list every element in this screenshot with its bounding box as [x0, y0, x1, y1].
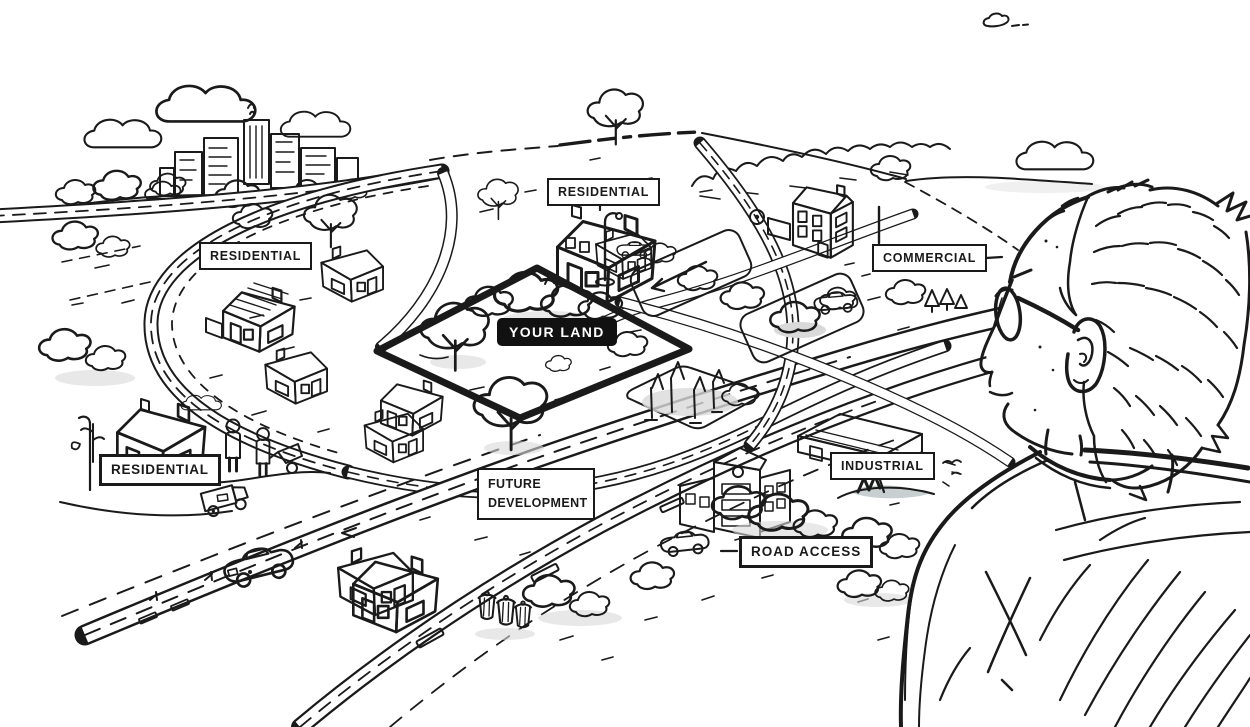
house-icon: [320, 245, 384, 303]
zone-label-industrial: INDUSTRIAL: [830, 452, 935, 481]
truck-icon: [199, 484, 249, 518]
wheelbarrow-icon: [269, 443, 303, 474]
glasses-icon: [993, 286, 1081, 342]
cloud-icon: [982, 12, 1010, 28]
bush-icon: [37, 327, 92, 362]
house-icon: [363, 409, 425, 464]
man-observer: [898, 178, 1250, 727]
house-icon: [556, 204, 657, 304]
bush-icon: [710, 485, 767, 521]
zone-label-future-development: FUTURE DEVELOPMENT: [477, 468, 595, 520]
cloud-icon: [1015, 140, 1095, 171]
trash-cans-icon: [475, 590, 535, 640]
arrow-icon: [341, 527, 357, 538]
street-lamp-icon: [595, 212, 623, 287]
bush-icon: [95, 235, 131, 258]
house-icon: [336, 547, 415, 617]
house-icon: [380, 379, 444, 437]
road-network: [0, 136, 1044, 727]
zone-label-commercial: COMMERCIAL: [872, 244, 988, 273]
bush-icon: [84, 344, 127, 372]
cloud-icon: [155, 84, 257, 123]
bush-icon: [51, 220, 100, 251]
bush-icon: [629, 561, 676, 591]
cloud-icon: [83, 118, 163, 149]
zone-label-your-land: YOUR LAND: [497, 318, 617, 347]
cloud-icon: [279, 110, 352, 138]
people: [224, 418, 303, 477]
bush-icon: [884, 278, 927, 306]
house-icon: [205, 282, 296, 353]
street-lamp-icon: [70, 415, 92, 492]
sapling-icon: [80, 423, 105, 463]
tree-icon: [586, 88, 645, 146]
zone-label-residential-top: RESIDENTIAL: [547, 178, 661, 207]
zone-label-road-access: ROAD ACCESS: [739, 536, 874, 568]
zone-label-residential-left: RESIDENTIAL: [199, 242, 313, 271]
zone-label-residential-bottom: RESIDENTIAL: [99, 454, 221, 486]
shed-icon: [767, 217, 791, 241]
garden-plots: [629, 229, 865, 364]
ground-line: [59, 501, 233, 517]
vehicles: [199, 241, 860, 588]
car-icon: [658, 528, 711, 559]
ear: [1064, 317, 1107, 394]
tree-icon: [477, 178, 519, 220]
house-icon: [264, 347, 328, 405]
bush-icon: [521, 573, 576, 608]
sapling-plot: [626, 361, 760, 430]
bush-icon: [869, 154, 912, 182]
sky: [83, 12, 1095, 171]
house-icon: [115, 398, 207, 484]
bush-icon: [878, 532, 921, 560]
circle-dot-icon: [749, 209, 765, 225]
car-icon: [223, 547, 295, 588]
bush-icon: [544, 354, 572, 372]
